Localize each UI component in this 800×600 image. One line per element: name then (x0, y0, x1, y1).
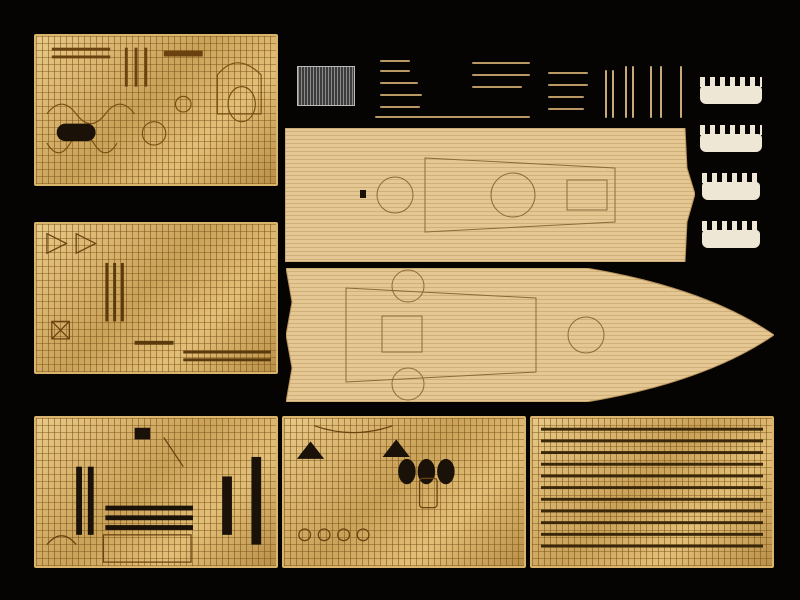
metal-mesh-part (297, 66, 355, 106)
photo-etch-fret-bottom-center (282, 416, 526, 568)
resin-part-4 (702, 221, 760, 248)
photo-etch-fret-bottom-left (34, 416, 278, 568)
resin-part-3 (702, 173, 760, 200)
etched-railings (541, 427, 763, 548)
etched-parts (46, 427, 262, 563)
resin-part-1 (700, 77, 762, 104)
photo-etch-fret-middle-left (34, 222, 278, 374)
deck-outline (286, 268, 774, 402)
photo-etch-fret-top-left (34, 34, 278, 186)
etched-parts (296, 425, 455, 542)
resin-part-2 (700, 125, 762, 152)
etched-parts (46, 232, 271, 362)
wood-deck-aft (285, 128, 695, 262)
etched-parts (46, 47, 262, 154)
deck-outline (285, 128, 695, 262)
wood-deck-fore (286, 268, 774, 402)
photo-etch-fret-bottom-right (530, 416, 774, 568)
